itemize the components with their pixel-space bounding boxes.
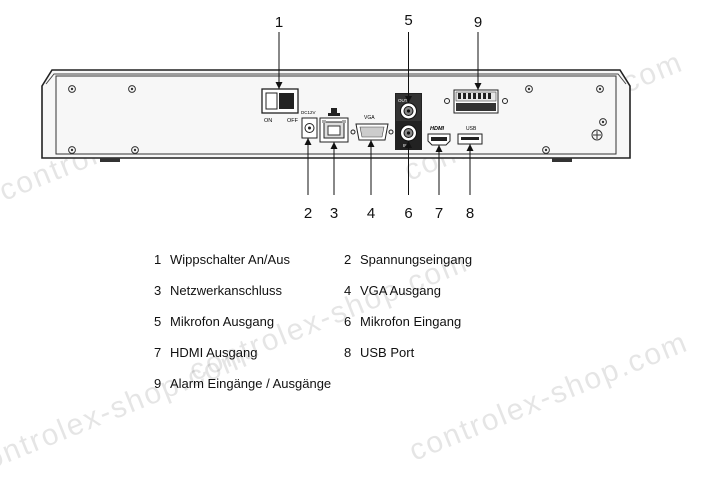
rear-panel-drawing: ON OFF DC12V VGA — [41, 12, 631, 222]
callout-lines — [278, 32, 479, 195]
callout-4: 4 — [367, 205, 375, 222]
hdmi-port[interactable]: HDMI — [427, 126, 451, 146]
power-label: DC12V — [301, 110, 316, 115]
callout-arrowheads — [275, 82, 482, 152]
callout-6: 6 — [404, 205, 412, 222]
callout-2: 2 — [304, 205, 312, 222]
callout-3: 3 — [330, 205, 338, 222]
callout-8: 8 — [466, 205, 474, 222]
usb-label: USB — [466, 126, 477, 132]
callout-5: 5 — [404, 12, 412, 29]
hdmi-label: HDMI — [430, 126, 445, 132]
callout-9: 9 — [474, 14, 482, 31]
alarm-terminal-block[interactable] — [444, 89, 508, 114]
vga-label: VGA — [364, 115, 375, 121]
diagram-stage: controlex-shop.com controlex-shop.com co… — [0, 12, 693, 483]
vga-port[interactable]: VGA — [350, 115, 394, 141]
switch-on-label: ON — [264, 118, 272, 124]
callout-7: 7 — [435, 205, 443, 222]
switch-off-label: OFF — [287, 118, 299, 124]
mic-in-label: IN — [403, 143, 408, 148]
mic-out-label: OUT — [398, 98, 408, 103]
watermark: controlex-shop.com — [404, 325, 693, 468]
mic-out-jack[interactable]: OUT — [398, 98, 417, 120]
power-input-port[interactable]: DC12V — [301, 110, 318, 139]
callout-1: 1 — [275, 14, 283, 31]
mic-in-jack[interactable]: IN — [400, 124, 417, 148]
power-switch[interactable]: ON OFF — [261, 88, 299, 124]
